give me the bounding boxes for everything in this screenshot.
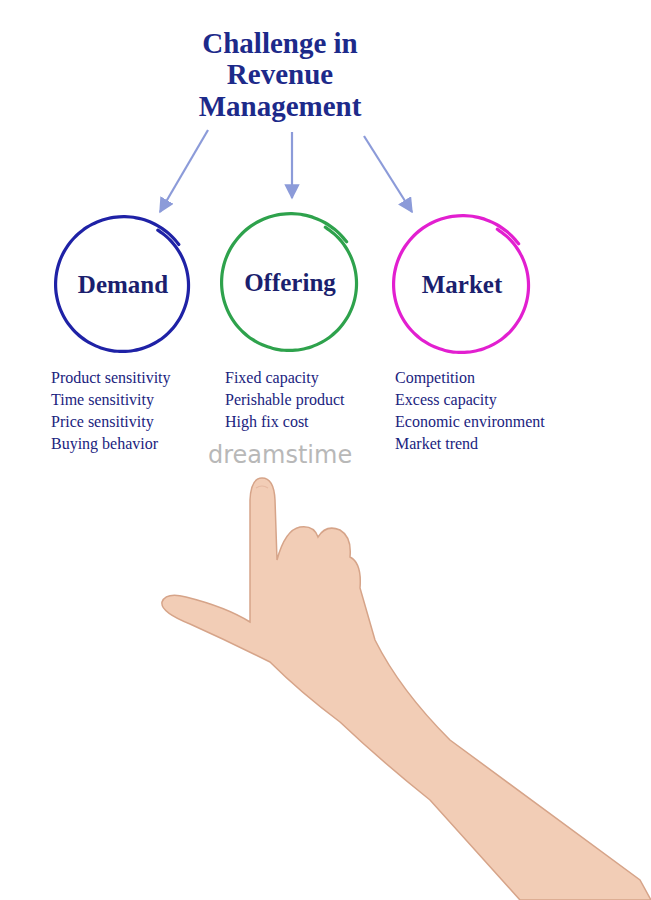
list-item: Fixed capacity bbox=[225, 367, 319, 389]
list-item: Product sensitivity bbox=[51, 367, 171, 389]
arrow bbox=[364, 136, 412, 212]
list-item: Perishable product bbox=[225, 389, 345, 411]
list-item: Market trend bbox=[395, 433, 478, 455]
circle-stroke bbox=[222, 214, 357, 351]
list-text: High fix cost bbox=[225, 411, 309, 433]
list-item: Competition bbox=[395, 367, 475, 389]
circle-stroke bbox=[394, 216, 529, 353]
list-item: Economic environment bbox=[395, 411, 545, 433]
title-arrows bbox=[160, 130, 412, 212]
list-text: Product sensitivity bbox=[51, 367, 171, 389]
arrow bbox=[160, 130, 208, 212]
list-item: Buying behavior bbox=[51, 433, 158, 455]
arrow bbox=[291, 132, 293, 198]
list-text: Buying behavior bbox=[51, 433, 158, 455]
list-text: Time sensitivity bbox=[51, 389, 154, 411]
list-text: Market trend bbox=[395, 433, 478, 455]
circle-label: Demand bbox=[78, 271, 168, 299]
watermark-text: dreamstime bbox=[208, 444, 352, 466]
watermark: dreamstime bbox=[208, 444, 352, 466]
list-text: Competition bbox=[395, 367, 475, 389]
circle-label: Market bbox=[422, 271, 503, 299]
list-text: Fixed capacity bbox=[225, 367, 319, 389]
category-circle: Market bbox=[390, 213, 534, 357]
fingernail bbox=[256, 486, 268, 488]
category-circle: Offering bbox=[218, 211, 362, 355]
diagram-title: Challenge in Revenue Management bbox=[165, 28, 395, 122]
title-text: Challenge in Revenue Management bbox=[165, 28, 395, 122]
list-item: Price sensitivity bbox=[51, 411, 154, 433]
list-text: Perishable product bbox=[225, 389, 345, 411]
pointing-hand bbox=[162, 478, 651, 900]
category-circle: Demand bbox=[52, 214, 194, 356]
list-item: High fix cost bbox=[225, 411, 309, 433]
circle-label: Offering bbox=[244, 269, 336, 297]
circle-stroke bbox=[56, 217, 189, 352]
list-text: Economic environment bbox=[395, 411, 545, 433]
list-item: Excess capacity bbox=[395, 389, 497, 411]
list-text: Price sensitivity bbox=[51, 411, 154, 433]
list-text: Excess capacity bbox=[395, 389, 497, 411]
list-item: Time sensitivity bbox=[51, 389, 154, 411]
